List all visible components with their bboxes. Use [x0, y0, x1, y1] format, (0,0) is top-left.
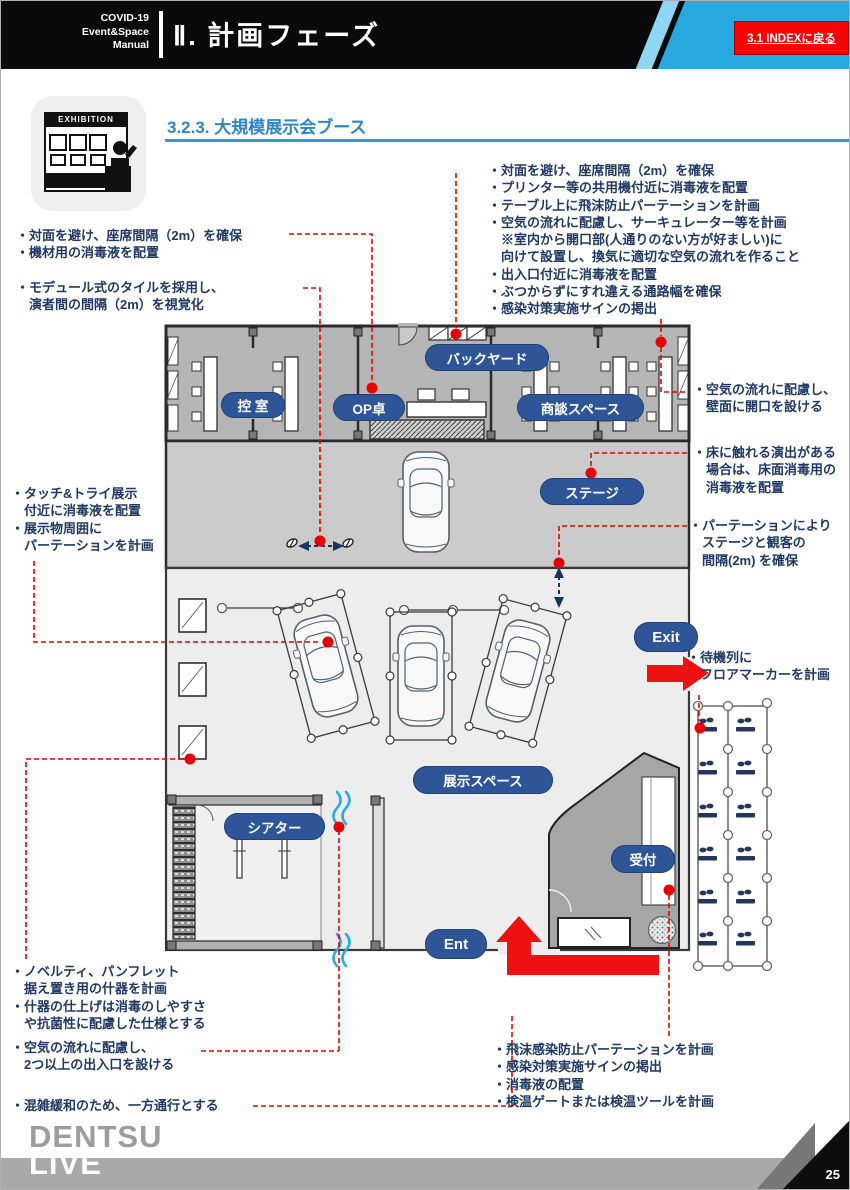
- header-divider: [159, 11, 163, 58]
- booth-panel-icon: [69, 134, 87, 151]
- note-right-queue: ・待機列に フロアマーカーを計画: [687, 650, 831, 683]
- label-backyard: バックヤード: [425, 344, 549, 371]
- stage-car: [397, 451, 455, 553]
- label-exhibit-space: 展示スペース: [413, 766, 553, 794]
- label-meeting-space: 商談スペース: [517, 394, 644, 421]
- label-theater: シアター: [224, 813, 325, 840]
- exhibition-board-label: EXHIBITION: [44, 112, 128, 127]
- note-left-touch: ・タッチ&トライ展示 付近に消毒液を配置 ・展示物周囲に パーテーションを計画: [11, 486, 154, 553]
- top-room-band: [164, 323, 691, 443]
- label-stage: ステージ: [540, 478, 644, 505]
- monitor-icon: [50, 154, 66, 166]
- note-left-module: ・モデュール式のタイルを採用し、 演者間の間隔（2m）を視覚化: [16, 280, 225, 313]
- presenter-icon: [105, 141, 137, 192]
- divider-panel: [370, 795, 385, 951]
- label-exit: Exit: [634, 622, 698, 652]
- page-header: COVID-19 Event&Space Manual Ⅱ. 計画フェーズ 3.…: [1, 1, 849, 69]
- back-to-index-button[interactable]: 3.1 INDEXに戻る: [734, 21, 849, 55]
- monitor-icon: [90, 154, 106, 166]
- live-logo: LIVE: [29, 1146, 102, 1181]
- label-entrance: Ent: [425, 929, 487, 959]
- booth-panel-icon: [89, 134, 107, 151]
- exit-arrow: [647, 656, 709, 691]
- note-right-top: ・対面を避け、座席間隔（2m）を確保 ・プリンター等の共用機付近に消毒液を配置 …: [488, 163, 801, 317]
- label-op-desk: OP卓: [333, 394, 405, 421]
- booth-panel-icon: [49, 134, 67, 151]
- label-control-room: 控 室: [221, 392, 285, 418]
- label-reception: 受付: [611, 845, 675, 873]
- note-bottom-left-2: ・空気の流れに配慮し、 2つ以上の出入口を設ける: [11, 1040, 175, 1073]
- note-bottom-left-3: ・混雑緩和のため、一方通行とする: [11, 1098, 219, 1113]
- section-underline: [165, 139, 849, 142]
- note-right-wall: ・空気の流れに配慮し、 壁面に開口を設ける: [693, 382, 837, 415]
- airflow-icon: [332, 790, 351, 968]
- section-title: 3.2.3. 大規模展示会ブース: [167, 118, 367, 137]
- chapter-title: Ⅱ. 計画フェーズ: [173, 21, 380, 51]
- dentsu-logo: DENTSU: [29, 1119, 163, 1154]
- waiting-queue: [692, 697, 773, 972]
- note-right-floor: ・床に触れる演出がある 場合は、床面消毒用の 消毒液を配置: [693, 445, 837, 495]
- manual-title: COVID-19 Event&Space Manual: [81, 12, 149, 52]
- leader-dots: [184, 328, 706, 896]
- note-bottom-right: ・飛沫感染防止パーテーションを計画 ・感染対策実施サインの掲出 ・消毒液の配置 …: [493, 1042, 715, 1109]
- mirror-ball-icon: [647, 915, 677, 945]
- booth-table-icon: [44, 173, 110, 188]
- note-right-partition: ・パーテーションにより ステージと観客の 間隔(2m) を確保: [689, 518, 832, 568]
- one-way-entry-arrow: [496, 916, 659, 975]
- page-number: 25: [825, 1167, 840, 1182]
- stage-gap-arrow: [554, 567, 564, 608]
- theater-room: [166, 794, 323, 951]
- exhibition-icon: EXHIBITION: [31, 96, 146, 211]
- note-left-top: ・対面を避け、座席間隔（2m）を確保 ・機材用の消毒液を配置: [16, 228, 243, 261]
- monitor-icon: [70, 154, 86, 166]
- note-bottom-left-1: ・ノベルティ、パンフレット 据え置き用の什器を計画 ・什器の仕上げは消毒のしやす…: [11, 964, 206, 1031]
- footer-triangle-black: [783, 1121, 849, 1189]
- footer-band: [1, 1158, 849, 1189]
- leader-lines: [25, 173, 700, 1107]
